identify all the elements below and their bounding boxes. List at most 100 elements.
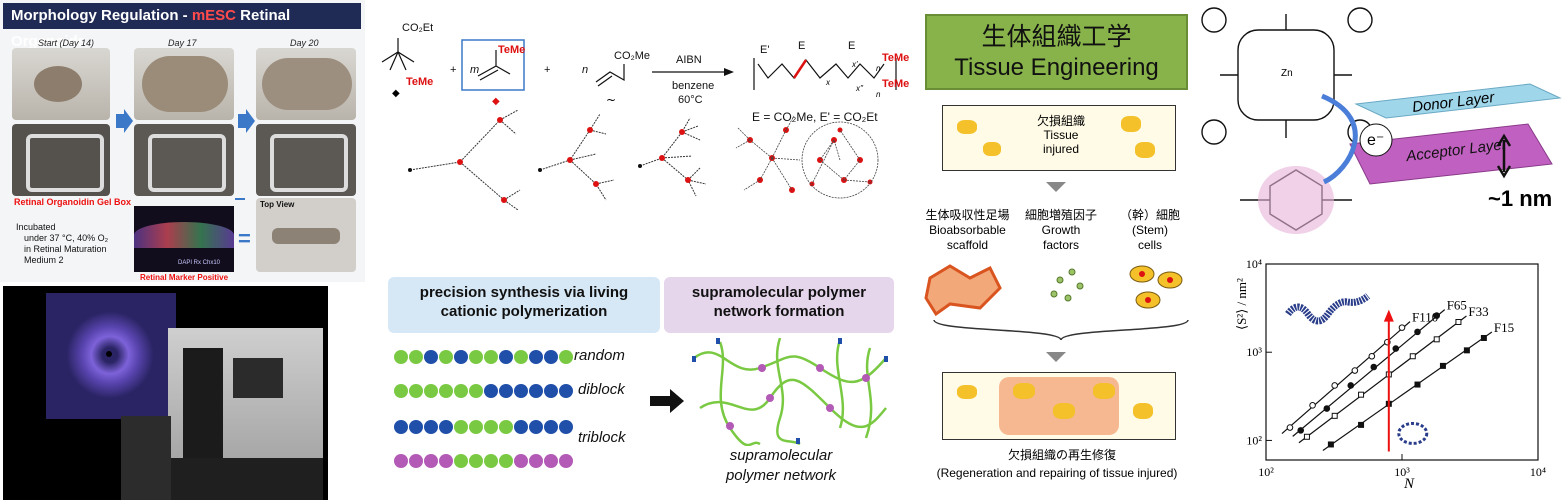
organoid-photo-day20 [256, 48, 356, 120]
y-tick-label: 10⁴ [1246, 257, 1262, 271]
x-tick-label: 10² [1258, 465, 1274, 479]
arrow-right-icon [238, 109, 255, 133]
point-F110 [1286, 424, 1294, 431]
label-diblock: diblock [578, 381, 625, 398]
point-F110 [1398, 324, 1406, 331]
reagent-te: TeMe [406, 76, 434, 88]
day-label-17: Day 17 [168, 38, 197, 48]
instrument-stage [168, 328, 323, 500]
point-F15 [1358, 421, 1365, 428]
gel-box-label: Retinal Organoidin Gel Box [14, 197, 132, 207]
marker-label: Retinal Marker Positive [140, 273, 229, 282]
label-triblock: triblock [578, 429, 626, 446]
day-label-start: Start (Day 14) [38, 38, 95, 48]
series-label-F33: F33 [1468, 304, 1488, 319]
porphyrin-diagram [1201, 7, 1562, 234]
point-F15 [1463, 347, 1470, 354]
plus-2: + [544, 64, 551, 76]
diblock-row [394, 384, 573, 398]
helix-icon [1285, 293, 1371, 325]
diffraction-pattern [46, 293, 176, 419]
plus-1: + [450, 64, 457, 76]
top-view-photo: Top View [256, 198, 356, 272]
point-F65 [1297, 427, 1305, 434]
components-illustration [924, 264, 1183, 317]
e-definition: E = CO₂Me, E' = CO₂Et [752, 110, 878, 124]
reagent-ester: CO₂Et [402, 22, 434, 34]
electron-circle [1359, 123, 1393, 157]
red-bond [792, 59, 808, 79]
red-diamond-icon: ◆ [492, 96, 500, 107]
electron-label: e⁻ [1367, 132, 1385, 149]
point-F15 [1327, 441, 1334, 448]
series-line-F15 [1322, 331, 1493, 451]
arrow-right-icon [650, 389, 684, 413]
coil-icon [1397, 421, 1429, 445]
sub-n-1: n [876, 64, 881, 73]
n-label: n [582, 64, 589, 76]
x-tick-label: 10⁴ [1530, 465, 1546, 479]
point-F110 [1351, 367, 1359, 374]
regeneration-en: (Regeneration and repairing of tissue in… [936, 466, 1178, 480]
point-F65 [1414, 328, 1421, 336]
reaction-scheme-svg: ◆ ◆ ~ [381, 38, 897, 107]
point-F33 [1303, 433, 1310, 440]
polymer-network-svg [692, 338, 888, 446]
point-F15 [1480, 334, 1487, 341]
acrylate-label: CO₂Me [614, 50, 651, 62]
arrow-head [724, 68, 734, 76]
y-tick-label: 10³ [1246, 345, 1262, 359]
sub-x: x [826, 78, 830, 87]
stain-legend: DAPI Rx Chx10 [178, 260, 221, 266]
apparatus-photo [3, 286, 328, 500]
top-view-label: Top View [260, 200, 295, 209]
point-F33 [1331, 412, 1338, 419]
optics-block [121, 416, 171, 500]
equals-sign: = [238, 226, 251, 251]
point-F15 [1439, 362, 1446, 369]
series-line-F110 [1281, 321, 1411, 434]
e-label: E [798, 40, 806, 52]
arrow-right-icon [116, 109, 133, 133]
organoid-photo-day14 [12, 48, 110, 120]
magenta-row [394, 454, 573, 468]
diamond-icon: ◆ [392, 88, 400, 99]
tissue-title-box: 生体組織工学 Tissue Engineering [925, 14, 1188, 90]
point-F65 [1433, 312, 1441, 319]
stem-cell-label: （幹）細胞(Stem)cells [1119, 208, 1180, 252]
regeneration-jp: 欠損組織の再生修復 [1008, 448, 1117, 462]
temp-label: 60°C [678, 94, 703, 106]
aibn-label: AIBN [676, 54, 702, 66]
point-F65 [1347, 382, 1355, 389]
distance-label: ~1 nm [1488, 186, 1553, 211]
tissue-title-jp: 生体組織工学 [981, 23, 1132, 51]
gel-box-photo-2 [134, 124, 234, 196]
organoid-title: Morphology Regulation - mESC Retinal Org… [3, 3, 361, 50]
series-line-F65 [1292, 309, 1446, 437]
gel-box-photo-3 [256, 124, 356, 196]
zn-label: Zn [1281, 68, 1293, 79]
regenerated-tissue-box [942, 372, 1176, 440]
point-F110 [1309, 402, 1316, 409]
red-arrow-head [1383, 309, 1394, 322]
point-F65 [1323, 405, 1331, 412]
y-axis-label: ⟨S²⟩ / nm² [1234, 278, 1249, 330]
point-F110 [1331, 382, 1339, 389]
point-F33 [1455, 319, 1462, 326]
e-prime-label: E' [760, 44, 770, 56]
point-F33 [1358, 391, 1365, 398]
branched-polymers-svg [408, 110, 879, 210]
point-F110 [1368, 352, 1376, 360]
triblock-row [394, 420, 573, 434]
point-F33 [1409, 353, 1416, 360]
label-random: random [574, 347, 625, 364]
brace [933, 319, 1189, 341]
chemistry-scheme: ◆ ◆ ~ CO₂Et TeMe + m TeMe + n CO₂Me AIBN… [370, 0, 910, 275]
